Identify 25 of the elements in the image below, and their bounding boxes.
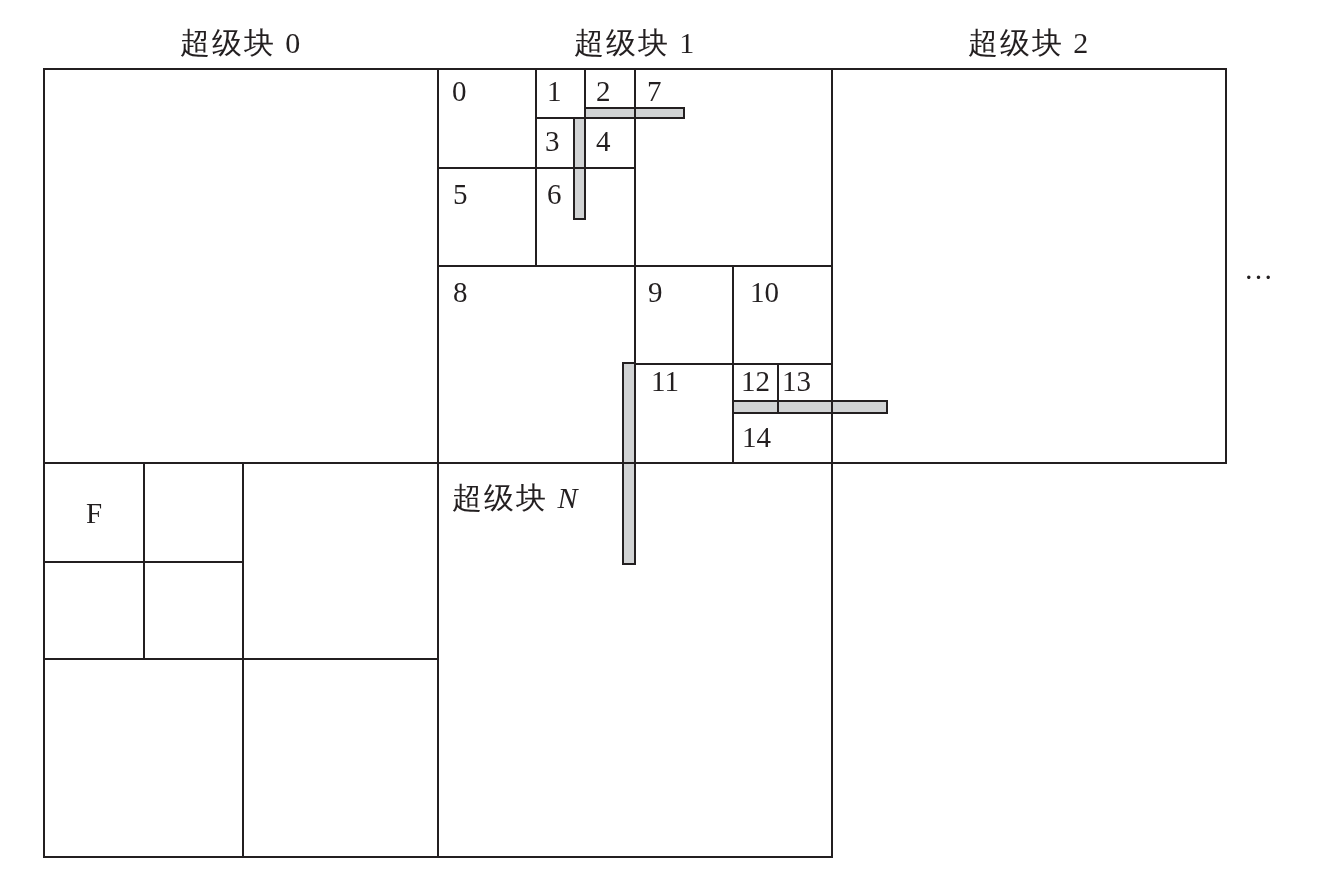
partition-block (43, 462, 145, 563)
superblock-heading: 超级块 1 (573, 25, 697, 61)
block-number: 5 (453, 180, 468, 209)
block-number: 9 (648, 278, 663, 307)
block-number: 10 (750, 278, 779, 307)
block-number: 12 (741, 367, 770, 396)
block-label: F (85, 498, 103, 527)
partition-block (143, 462, 244, 563)
superblock-heading: 超级块 N (452, 480, 580, 516)
block-number: 0 (452, 77, 467, 106)
superblock (43, 462, 439, 858)
block-number: 1 (547, 77, 562, 106)
block-number: 4 (596, 127, 611, 156)
block-number: 3 (545, 127, 560, 156)
block-number: 2 (596, 77, 611, 106)
block-number: 13 (782, 367, 811, 396)
superblock-heading: 超级块 2 (967, 25, 1091, 61)
block-number: 7 (647, 77, 662, 106)
block-number: 6 (547, 180, 562, 209)
superblock-heading: 超级块 0 (179, 25, 303, 61)
ellipsis: … (1244, 255, 1273, 284)
block-number: 8 (453, 278, 468, 307)
block-number: 11 (651, 367, 679, 396)
superblock (437, 462, 833, 858)
block-number: 14 (742, 423, 771, 452)
